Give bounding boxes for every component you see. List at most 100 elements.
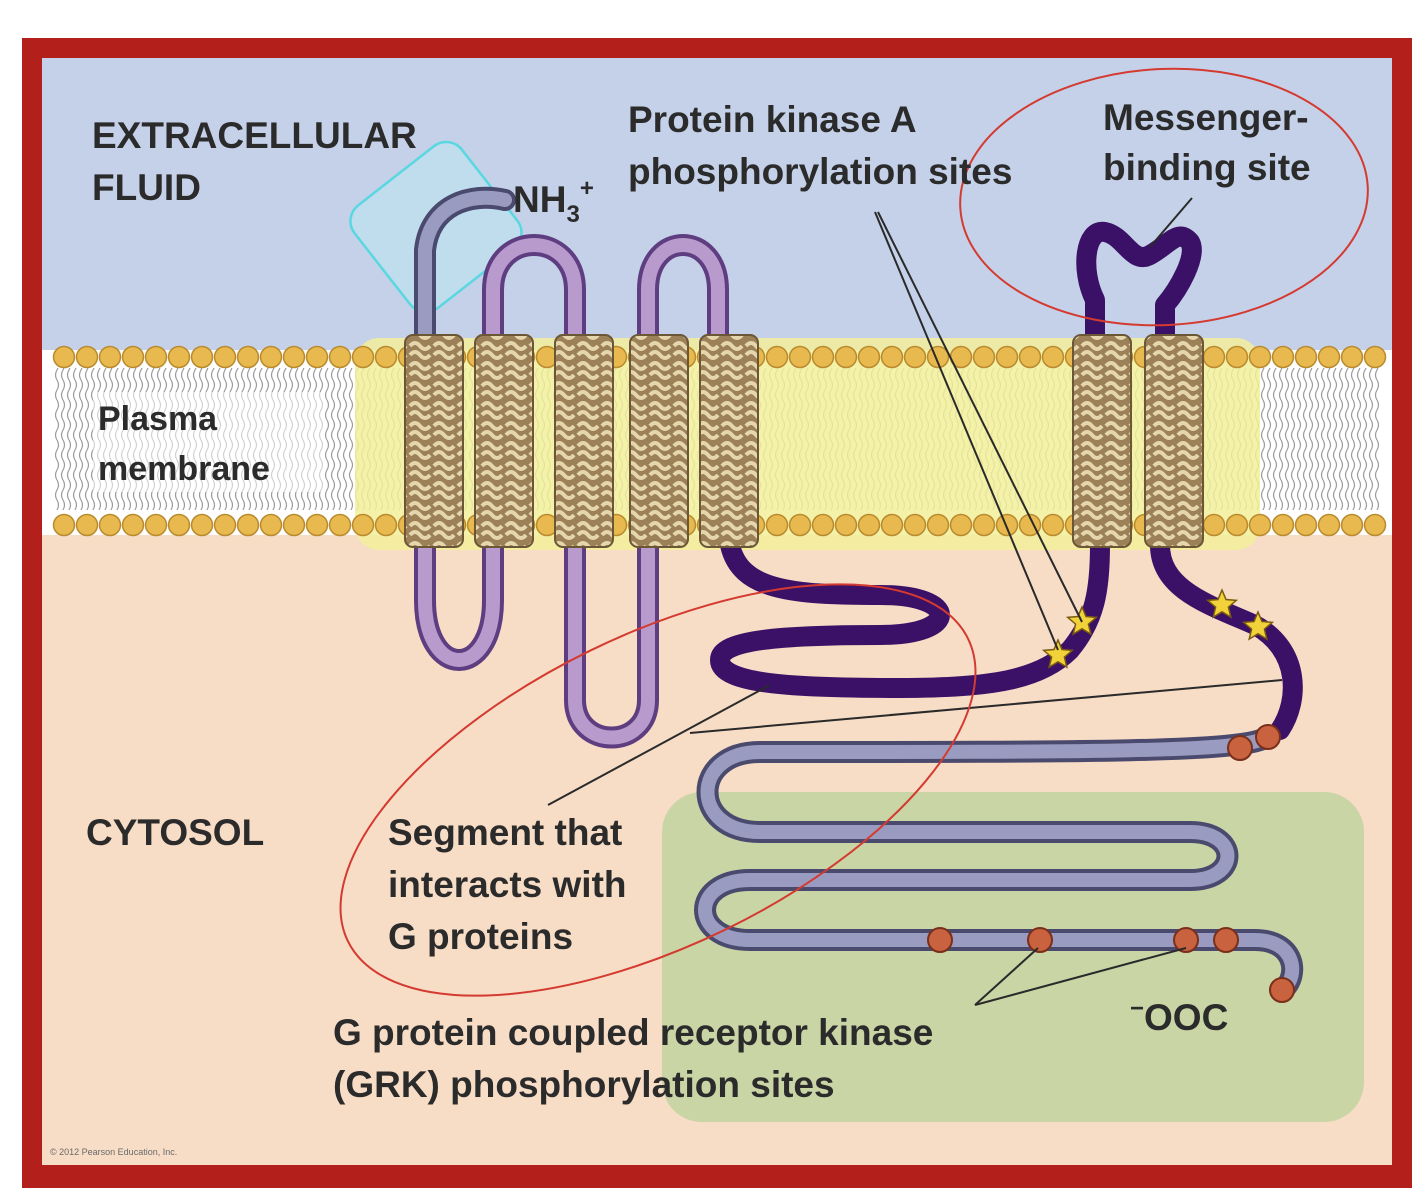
pka-star-icon (1205, 588, 1239, 619)
pka-label-line2: phosphorylation sites (628, 151, 1012, 192)
lipid-head (972, 345, 996, 369)
messenger-site-annotation (959, 67, 1369, 327)
lipid-head (52, 345, 76, 369)
lipid-head (144, 345, 168, 369)
lipid-head (374, 513, 398, 537)
segment-label-line2: interacts with (388, 864, 627, 905)
grk-site-dot (1255, 724, 1281, 750)
lipid-head (1248, 345, 1272, 369)
grk-site-dot (1173, 927, 1199, 953)
lipid-head (213, 513, 237, 537)
pointer-lines (547, 197, 1283, 1006)
lipid-head (351, 513, 375, 537)
lipid-head (52, 513, 76, 537)
copyright-text: © 2012 Pearson Education, Inc. (50, 1147, 177, 1157)
transmembrane-helix (474, 334, 534, 548)
grk-site-dot (1027, 927, 1053, 953)
lipid-head (1271, 345, 1295, 369)
lipid-head (788, 513, 812, 537)
grk-sites (927, 724, 1295, 1003)
plasma-membrane-label: Plasma (98, 400, 218, 438)
grk-site-dot (927, 927, 953, 953)
lipid-head (75, 513, 99, 537)
lipid-head (1271, 513, 1295, 537)
lipid-head (1248, 513, 1272, 537)
lipid-head (282, 513, 306, 537)
lipid-head (1202, 513, 1226, 537)
lipid-head (75, 345, 99, 369)
lipid-head (305, 513, 329, 537)
extracellular-label: EXTRACELLULAR (92, 115, 417, 156)
lipid-head (121, 513, 145, 537)
lipid-head (1317, 513, 1341, 537)
grk-site-dot (1269, 977, 1295, 1003)
lipid-head (880, 345, 904, 369)
lipid-head (1041, 513, 1065, 537)
lipid-head (880, 513, 904, 537)
g-protein-segment-annotation (339, 583, 977, 997)
messenger-label: Messenger- (1103, 97, 1309, 138)
pka-star-icon (1041, 638, 1075, 669)
extracellular-label-line2: FLUID (92, 167, 201, 208)
lipid-head (167, 345, 191, 369)
lipid-head (328, 513, 352, 537)
lipid-head (903, 345, 927, 369)
lipid-head (972, 513, 996, 537)
pka-label: Protein kinase A (628, 99, 917, 140)
lipid-head (351, 345, 375, 369)
lipid-head (374, 345, 398, 369)
cooh-label: −OOC (1130, 995, 1228, 1038)
transmembrane-helix (554, 334, 614, 548)
transmembrane-helix (699, 334, 759, 548)
lipid-head (857, 345, 881, 369)
lipid-head (765, 345, 789, 369)
lipid-head (98, 513, 122, 537)
lipid-head (903, 513, 927, 537)
plasma-label-backing (93, 392, 325, 492)
nh3-label: NH3+ (513, 175, 594, 228)
transmembrane-helix (629, 334, 689, 548)
lipid-head (995, 345, 1019, 369)
grk-site-dot (1213, 927, 1239, 953)
lipid-head (167, 513, 191, 537)
messenger-label-line2: binding site (1103, 147, 1311, 188)
lipid-head (949, 513, 973, 537)
lipid-head (121, 345, 145, 369)
grk-site-dot (1227, 735, 1253, 761)
lipid-head (811, 345, 835, 369)
lipid-head (1018, 345, 1042, 369)
lipid-head (144, 513, 168, 537)
lipid-head (213, 345, 237, 369)
pka-star-icon (1241, 610, 1275, 641)
lipid-head (1340, 345, 1364, 369)
lipid-head (765, 513, 789, 537)
segment-label: Segment that (388, 812, 622, 853)
lipid-head (190, 345, 214, 369)
lipid-head (1202, 345, 1226, 369)
lipid-head (1340, 513, 1364, 537)
lipid-head (995, 513, 1019, 537)
lipid-head (282, 345, 306, 369)
lipid-head (328, 345, 352, 369)
lipid-head (98, 345, 122, 369)
transmembrane-helices (404, 334, 1204, 548)
lipid-head (305, 345, 329, 369)
plasma-membrane-label-line2: membrane (98, 450, 270, 488)
transmembrane-helix (1144, 334, 1204, 548)
lipid-head (1363, 513, 1387, 537)
lipid-head (857, 513, 881, 537)
cytosol-label: CYTOSOL (86, 812, 264, 853)
transmembrane-helix (1072, 334, 1132, 548)
lipid-head (1225, 345, 1249, 369)
lipid-head (259, 513, 283, 537)
lipid-head (834, 345, 858, 369)
lipid-head (236, 345, 260, 369)
lipid-head (1041, 345, 1065, 369)
grk-label: G protein coupled receptor kinase (333, 1012, 933, 1053)
lipid-head (1294, 345, 1318, 369)
lipid-head (811, 513, 835, 537)
lipid-head (834, 513, 858, 537)
lipid-head (259, 345, 283, 369)
grk-label-line2: (GRK) phosphorylation sites (333, 1064, 835, 1105)
